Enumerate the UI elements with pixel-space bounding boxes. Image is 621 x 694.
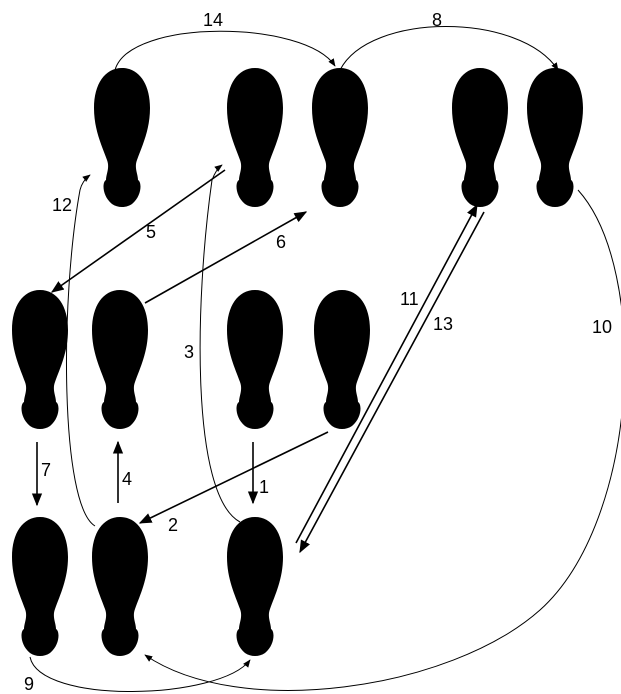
- step-label-5: 5: [146, 222, 156, 242]
- step-label-14: 14: [203, 10, 223, 30]
- step-10-arrow: [144, 189, 621, 691]
- step-label-13: 13: [433, 314, 453, 334]
- step-3-arrow: [199, 164, 241, 523]
- step-12-arrow: [65, 174, 96, 527]
- step-2-arrow: [138, 431, 329, 524]
- step-label-11: 11: [400, 289, 419, 309]
- step-6-arrow: [144, 211, 308, 304]
- step-label-7: 7: [41, 460, 51, 480]
- step-label-1: 1: [259, 477, 269, 497]
- step-9-arrow: [29, 656, 251, 692]
- step-11-arrow: [295, 203, 478, 544]
- step-8-arrow: [339, 26, 559, 71]
- footprint-mid-4: [314, 290, 370, 429]
- footprint-mid-3: [227, 290, 283, 429]
- step-label-3: 3: [184, 342, 194, 362]
- step-5-arrow: [50, 169, 226, 293]
- footprint-top-1: [94, 68, 150, 207]
- step-label-4: 4: [122, 469, 132, 489]
- footprint-bot-3: [227, 517, 283, 656]
- step-14-arrow: [114, 30, 336, 71]
- footprint-top-3: [312, 68, 368, 207]
- footprint-bot-2: [92, 517, 148, 656]
- footprint-mid-1: [12, 290, 68, 429]
- footprint-bot-1: [12, 517, 68, 656]
- step-label-10: 10: [592, 317, 612, 337]
- footprint-top-5: [527, 68, 583, 207]
- footprint-top-2: [227, 68, 283, 207]
- step-label-8: 8: [432, 10, 442, 30]
- step-label-9: 9: [24, 674, 34, 694]
- footprint-top-4: [452, 68, 508, 207]
- step-label-12: 12: [52, 195, 72, 215]
- step-label-6: 6: [276, 232, 286, 252]
- step-13-arrow: [299, 211, 485, 554]
- step-label-2: 2: [168, 515, 178, 535]
- footprint-mid-2: [92, 290, 148, 429]
